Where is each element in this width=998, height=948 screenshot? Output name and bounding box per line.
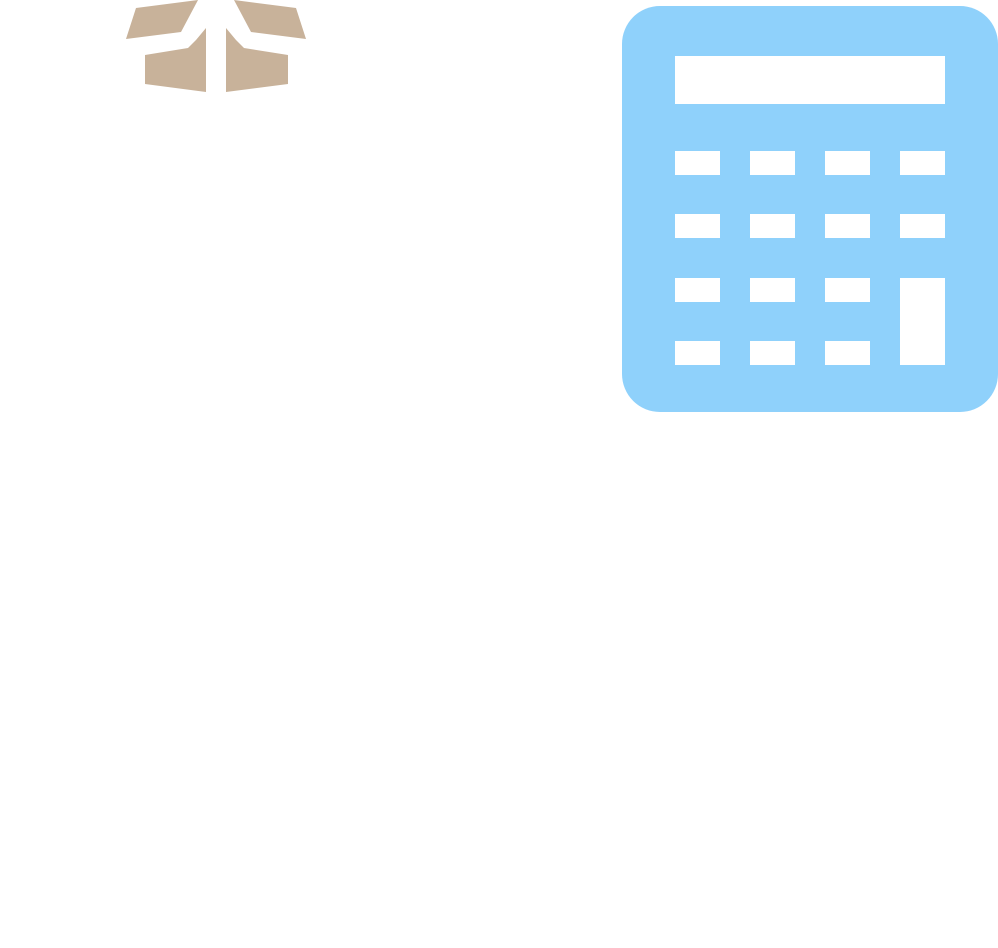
calculator-key [675, 151, 720, 175]
box-flap-left [126, 0, 198, 39]
calculator-key [825, 278, 870, 302]
calculator-key [825, 151, 870, 175]
calculator-key [675, 341, 720, 365]
calculator-icon [622, 6, 998, 412]
calculator-key-tall [900, 278, 945, 365]
calculator-key [825, 341, 870, 365]
box-flap-right [234, 0, 306, 39]
calculator-key [675, 278, 720, 302]
calculator-display [675, 56, 945, 104]
box-side-left [145, 28, 206, 92]
calculator-key [750, 214, 795, 238]
open-box-icon [126, 0, 306, 92]
calculator-key [900, 214, 945, 238]
calculator-key [750, 278, 795, 302]
calculator-key [675, 214, 720, 238]
box-side-right [226, 28, 288, 92]
calculator-key [750, 151, 795, 175]
calculator-key [750, 341, 795, 365]
calculator-key [900, 151, 945, 175]
calculator-key [825, 214, 870, 238]
